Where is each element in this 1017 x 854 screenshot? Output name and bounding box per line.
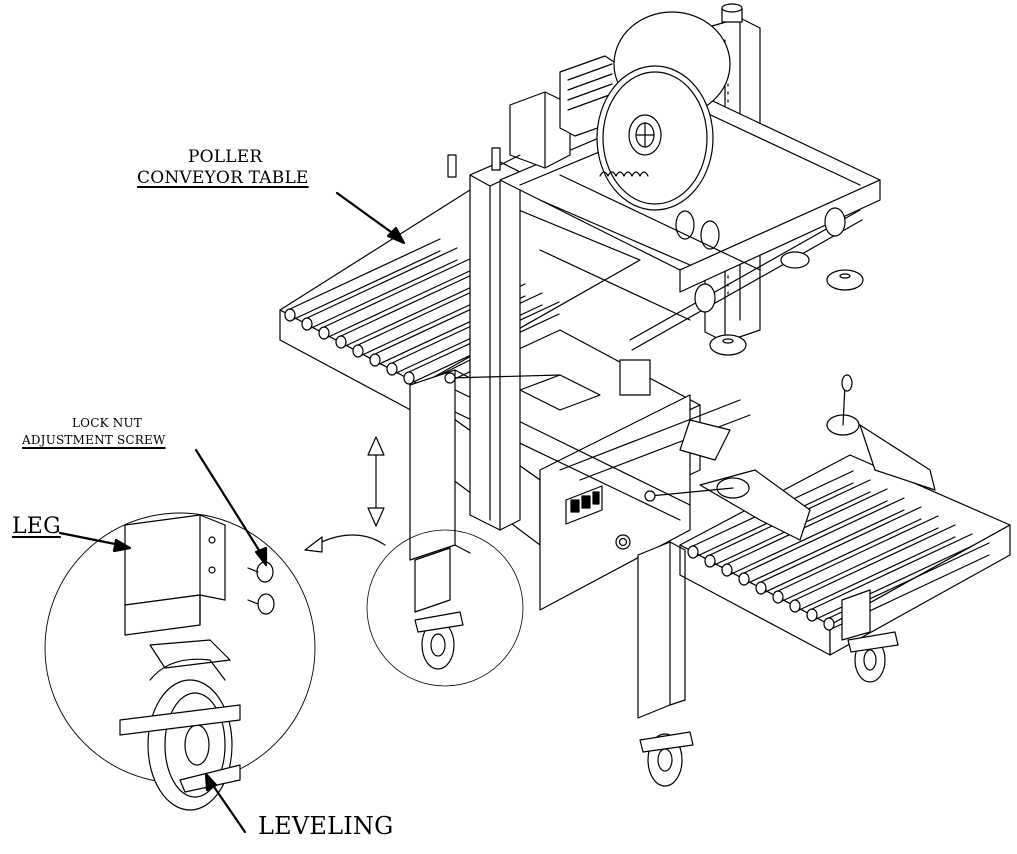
adjustment-screw-label: ADJUSTMENT SCREW xyxy=(22,433,166,447)
conveyor-table-label: CONVEYOR TABLE xyxy=(137,168,309,188)
side-guides xyxy=(629,207,864,356)
tape-head-parts xyxy=(539,171,761,321)
curved-arrow-icon xyxy=(304,534,386,553)
leader-lines xyxy=(58,191,406,834)
front-guide-arms xyxy=(444,359,936,541)
tape-roll xyxy=(596,11,731,211)
detail-circle-small xyxy=(366,529,524,687)
detail-circle-large xyxy=(44,512,316,811)
control-panel xyxy=(565,485,631,550)
legs xyxy=(409,369,871,719)
casters xyxy=(414,611,899,787)
poller-label: POLLER xyxy=(188,147,263,167)
right-conveyor-rollers xyxy=(687,470,990,631)
caster-right xyxy=(847,631,899,683)
leveling-label: LEVELING xyxy=(258,812,394,840)
lock-nut-label: LOCK NUT xyxy=(72,416,142,430)
front-column xyxy=(469,161,521,531)
caster-rear-middle xyxy=(639,731,694,787)
up-down-arrow-icon xyxy=(367,436,385,527)
caster-front-left xyxy=(414,611,464,670)
adjustment-screw-icon xyxy=(247,561,275,615)
leg-label: LEG xyxy=(12,514,61,539)
